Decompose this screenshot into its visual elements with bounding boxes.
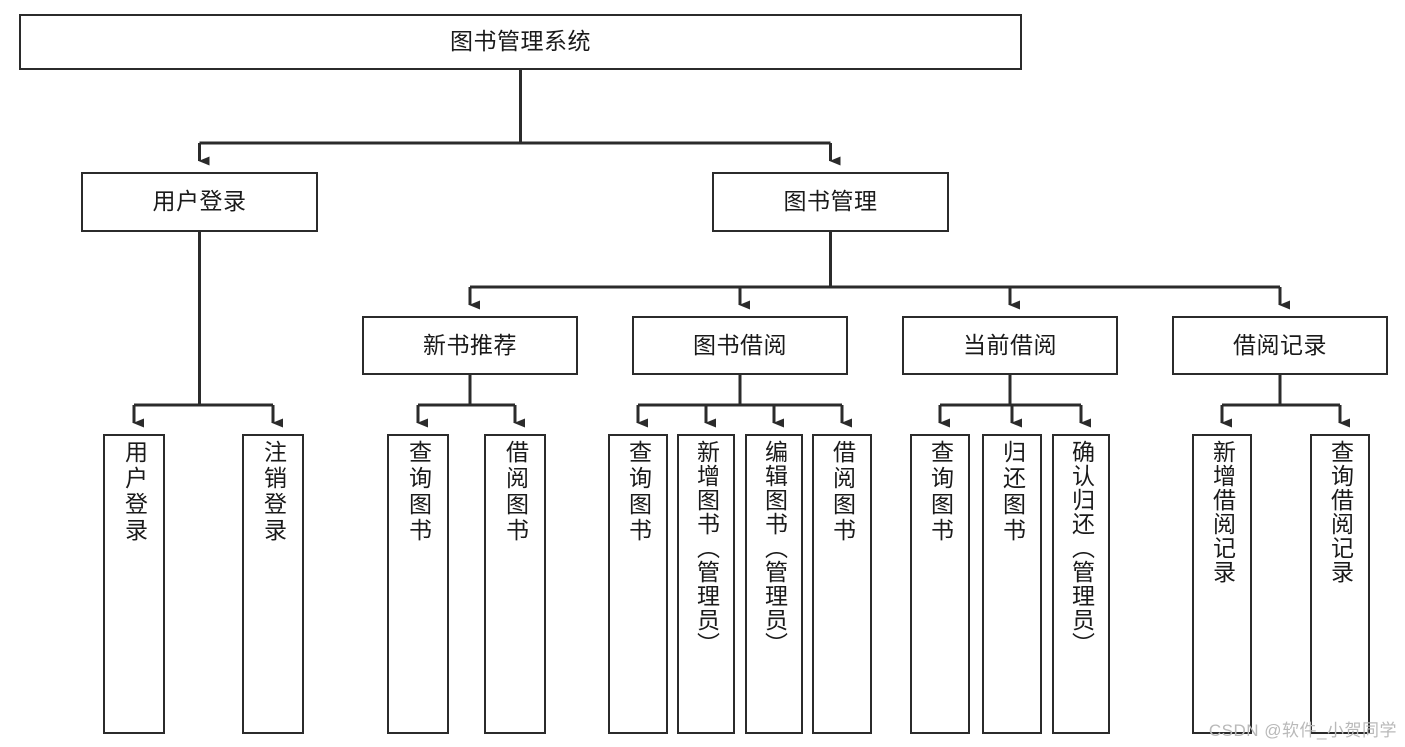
node-leaf-cur-return[interactable]: 归还图书	[982, 434, 1042, 734]
node-label-book-manage: 图书管理	[783, 188, 878, 215]
node-leaf-user-login[interactable]: 用户登录	[103, 434, 165, 734]
node-label-book-borrow: 图书借阅	[693, 331, 787, 358]
node-leaf-borrow-query[interactable]: 查询图书	[608, 434, 668, 734]
node-borrow-record[interactable]: 借阅记录	[1172, 316, 1388, 375]
node-leaf-rec-query[interactable]: 查询图书	[387, 434, 449, 734]
node-label-leaf-borrow-add: 新增图书（管理员）	[693, 440, 720, 656]
node-label-leaf-borrow-query: 查询图书	[625, 440, 652, 544]
node-label-borrow-record: 借阅记录	[1233, 331, 1327, 358]
node-leaf-cur-query[interactable]: 查询图书	[910, 434, 970, 734]
node-label-leaf-borrow-edit: 编辑图书（管理员）	[761, 440, 788, 656]
node-leaf-user-logout[interactable]: 注销登录	[242, 434, 304, 734]
node-label-leaf-rec-search: 查询借阅记录	[1327, 440, 1354, 584]
node-user-login[interactable]: 用户登录	[81, 172, 318, 232]
node-label-leaf-borrow-lend: 借阅图书	[829, 440, 856, 544]
node-current-borrow[interactable]: 当前借阅	[902, 316, 1118, 375]
node-label-leaf-cur-confirm: 确认归还（管理员）	[1068, 440, 1095, 656]
csdn-watermark: CSDN @软件_小贺同学	[1208, 721, 1397, 740]
node-book-borrow[interactable]: 图书借阅	[632, 316, 848, 375]
node-label-leaf-rec-borrow: 借阅图书	[502, 440, 529, 544]
node-label-new-book-rec: 新书推荐	[423, 331, 517, 358]
node-label-leaf-cur-return: 归还图书	[999, 440, 1026, 544]
node-label-user-login: 用户登录	[152, 188, 247, 215]
node-new-book-rec[interactable]: 新书推荐	[362, 316, 578, 375]
node-leaf-rec-borrow[interactable]: 借阅图书	[484, 434, 546, 734]
node-label-leaf-user-login: 用户登录	[121, 440, 148, 544]
node-label-leaf-rec-add: 新增借阅记录	[1209, 440, 1236, 584]
node-leaf-borrow-lend[interactable]: 借阅图书	[812, 434, 872, 734]
node-leaf-borrow-edit[interactable]: 编辑图书（管理员）	[745, 434, 803, 734]
node-book-manage[interactable]: 图书管理	[712, 172, 949, 232]
node-label-current-borrow: 当前借阅	[963, 331, 1057, 358]
node-root[interactable]: 图书管理系统	[19, 14, 1022, 70]
node-label-leaf-user-logout: 注销登录	[260, 440, 287, 544]
node-leaf-rec-search[interactable]: 查询借阅记录	[1310, 434, 1370, 734]
node-leaf-rec-add[interactable]: 新增借阅记录	[1192, 434, 1252, 734]
node-label-leaf-rec-query: 查询图书	[405, 440, 432, 544]
node-leaf-cur-confirm[interactable]: 确认归还（管理员）	[1052, 434, 1110, 734]
node-label-root: 图书管理系统	[450, 28, 591, 55]
node-label-leaf-cur-query: 查询图书	[927, 440, 954, 544]
node-leaf-borrow-add[interactable]: 新增图书（管理员）	[677, 434, 735, 734]
